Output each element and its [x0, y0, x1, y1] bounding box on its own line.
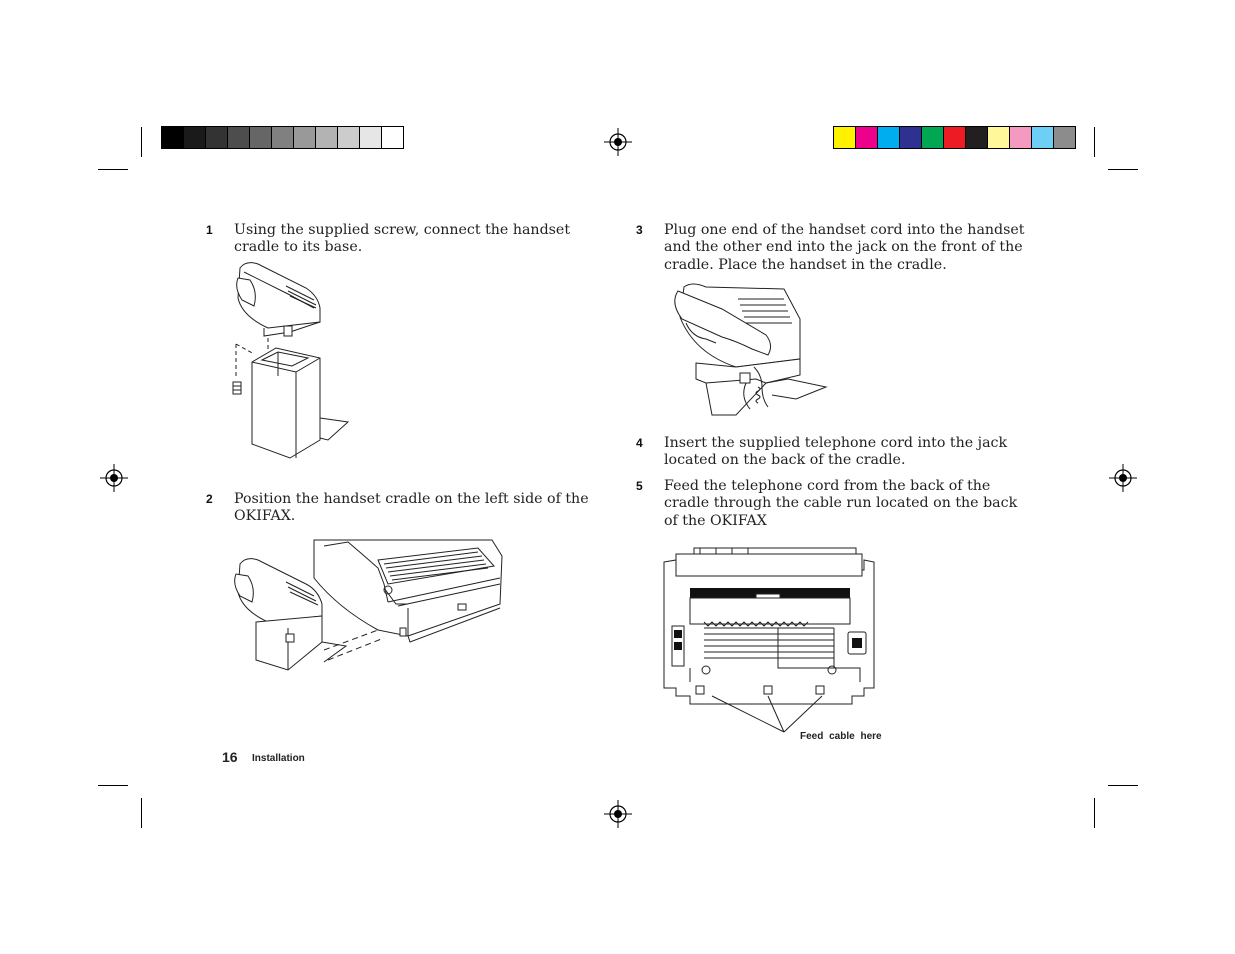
color-swatch [878, 127, 900, 148]
step-text: Insert the supplied telephone cord into … [664, 435, 1008, 469]
registration-mark-left-icon [100, 464, 128, 492]
crop-mark-top-left-vertical [141, 127, 142, 157]
cradle-beside-okifax-illustration [234, 539, 503, 671]
crop-mark-bottom-left-vertical [141, 798, 142, 828]
color-swatch [250, 127, 272, 148]
crop-mark-bottom-right-horizontal [1108, 785, 1138, 786]
handset-in-cradle-illustration [674, 283, 828, 416]
step-3: 3 Plug one end of the handset cord into … [636, 222, 1031, 274]
color-swatch [988, 127, 1010, 148]
color-swatch [316, 127, 338, 148]
color-swatch [856, 127, 878, 148]
color-swatch [834, 127, 856, 148]
step-4: 4 Insert the supplied telephone cord int… [636, 435, 1031, 470]
crop-mark-top-right-horizontal [1108, 169, 1138, 170]
okifax-rear-view-illustration [663, 547, 875, 733]
color-swatch [382, 127, 403, 148]
feed-cable-callout: Feed cable here [800, 731, 882, 742]
crop-mark-top-right-vertical [1094, 127, 1095, 157]
color-swatch [922, 127, 944, 148]
step-text: Feed the telephone cord from the back of… [664, 478, 1018, 529]
step-text: Position the handset cradle on the left … [234, 491, 589, 525]
grayscale-calibration-bar [161, 126, 404, 149]
step-2: 2 Position the handset cradle on the lef… [206, 491, 601, 526]
handset-cradle-assembly-illustration [232, 262, 350, 459]
color-swatch [966, 127, 988, 148]
color-swatch [1032, 127, 1054, 148]
section-name: Installation [252, 753, 305, 764]
step-number: 2 [206, 492, 213, 506]
color-swatch [338, 127, 360, 148]
registration-mark-top-icon [604, 128, 632, 156]
step-1: 1 Using the supplied screw, connect the … [206, 222, 601, 257]
color-swatch [294, 127, 316, 148]
step-number: 4 [636, 436, 643, 450]
color-swatch [360, 127, 382, 148]
step-number: 3 [636, 223, 643, 237]
crop-mark-bottom-left-horizontal [98, 785, 128, 786]
step-number: 5 [636, 479, 643, 493]
registration-mark-bottom-icon [604, 800, 632, 828]
step-number: 1 [206, 223, 213, 237]
crop-mark-top-left-horizontal [98, 169, 128, 170]
color-swatch [162, 127, 184, 148]
color-swatch [944, 127, 966, 148]
color-calibration-bar [833, 126, 1076, 149]
crop-mark-bottom-right-vertical [1094, 798, 1095, 828]
step-text: Using the supplied screw, connect the ha… [234, 222, 571, 256]
color-swatch [1054, 127, 1075, 148]
color-swatch [272, 127, 294, 148]
page-number: 16 [222, 749, 238, 765]
color-swatch [206, 127, 228, 148]
color-swatch [900, 127, 922, 148]
step-5: 5 Feed the telephone cord from the back … [636, 478, 1031, 530]
color-swatch [228, 127, 250, 148]
color-swatch [1010, 127, 1032, 148]
color-swatch [184, 127, 206, 148]
step-text: Plug one end of the handset cord into th… [664, 222, 1025, 273]
registration-mark-right-icon [1109, 464, 1137, 492]
